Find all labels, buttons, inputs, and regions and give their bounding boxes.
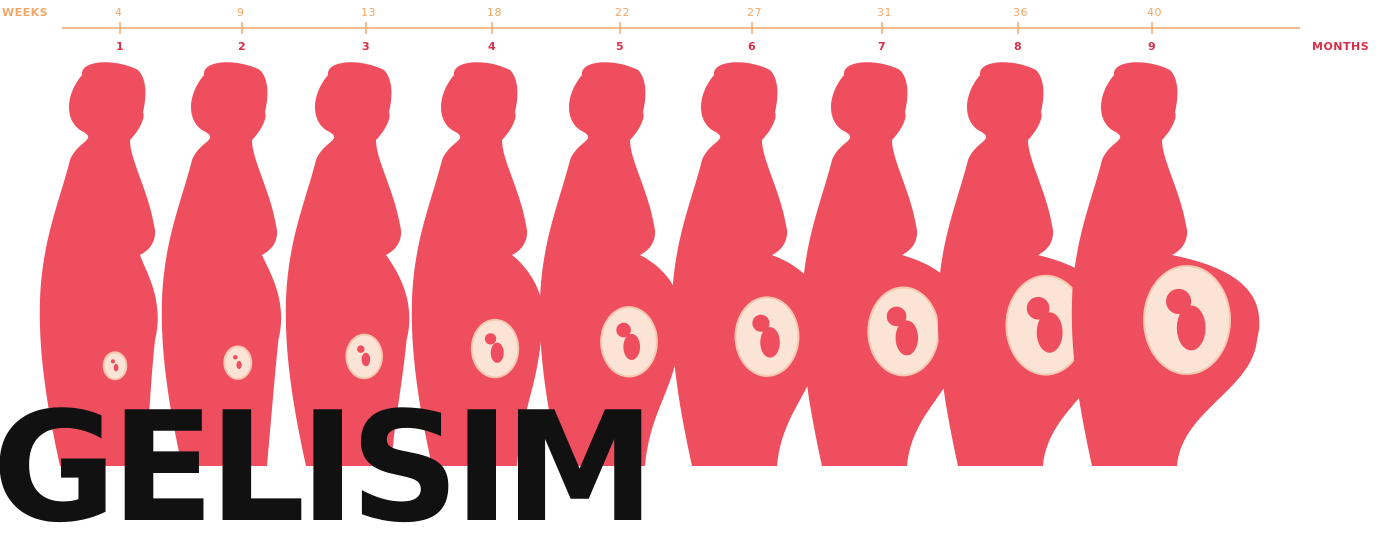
fetus-body	[236, 361, 241, 369]
week-label: 40	[1147, 6, 1162, 19]
month-label: 6	[748, 40, 756, 53]
woman-silhouette	[802, 62, 966, 466]
fetus-head	[357, 345, 365, 353]
month-label: 9	[1148, 40, 1156, 53]
month-label: 2	[238, 40, 246, 53]
week-label: 9	[237, 6, 245, 19]
month-label: 1	[116, 40, 124, 53]
month-label: 3	[362, 40, 370, 53]
fetus-head	[485, 333, 496, 344]
week-label: 31	[877, 6, 892, 19]
fetus-head	[233, 355, 238, 360]
week-label: 36	[1013, 6, 1028, 19]
month-label: 5	[616, 40, 624, 53]
fetus-body	[114, 364, 119, 372]
month-label: 8	[1014, 40, 1022, 53]
week-label: 27	[747, 6, 762, 19]
fetus-body	[623, 334, 640, 360]
fetus-head	[111, 359, 115, 363]
month-label: 7	[878, 40, 886, 53]
week-label: 4	[115, 6, 123, 19]
overlay-title-text: GELISIM	[0, 392, 649, 544]
month-label: 4	[488, 40, 496, 53]
fetus-body	[896, 320, 918, 355]
fetus-body	[1177, 305, 1206, 350]
fetus-body	[362, 353, 371, 367]
week-label: 22	[615, 6, 630, 19]
week-label: 13	[361, 6, 376, 19]
week-label: 18	[487, 6, 502, 19]
fetus-body	[760, 327, 780, 358]
woman-silhouette	[1072, 62, 1260, 466]
fetus-body	[1037, 312, 1063, 353]
fetus-body	[491, 343, 504, 363]
woman-silhouette	[672, 62, 825, 466]
